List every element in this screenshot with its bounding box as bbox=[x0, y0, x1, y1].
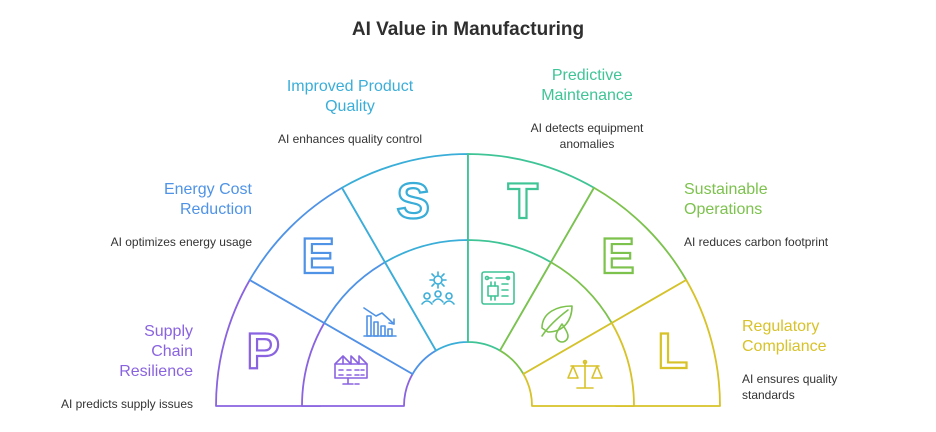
label-energy-cost-heading: Energy Cost Reduction bbox=[163, 181, 252, 218]
inner-segment-l bbox=[522, 322, 635, 407]
label-sustainable-operations-heading: Sustainable Operations bbox=[684, 181, 768, 218]
letter-e1: E bbox=[301, 228, 334, 284]
label-regulatory-compliance: Regulatory Compliance AI ensures quality… bbox=[742, 317, 882, 403]
letter-e2: E bbox=[601, 228, 634, 284]
letter-s: S bbox=[396, 173, 429, 229]
circuit-board-icon bbox=[481, 271, 515, 305]
label-product-quality: Improved Product Quality AI enhances qua… bbox=[262, 77, 438, 147]
scales-icon bbox=[567, 359, 603, 389]
label-energy-cost-desc: AI optimizes energy usage bbox=[110, 235, 252, 249]
label-regulatory-compliance-desc: AI ensures quality standards bbox=[742, 372, 838, 402]
label-energy-cost: Energy Cost Reduction AI optimizes energ… bbox=[100, 180, 252, 250]
icons bbox=[334, 271, 603, 389]
letter-t: T bbox=[508, 173, 539, 229]
page-title: AI Value in Manufacturing bbox=[351, 19, 585, 40]
label-supply-chain-desc: AI predicts supply issues bbox=[60, 397, 193, 411]
label-predictive-maintenance: Predictive Maintenance AI detects equipm… bbox=[507, 66, 667, 152]
label-predictive-maintenance-desc: AI detects equipment anomalies bbox=[530, 121, 644, 151]
label-sustainable-operations-desc: AI reduces carbon footprint bbox=[684, 235, 829, 249]
letter-l: L bbox=[658, 323, 689, 379]
leaf-drop-icon bbox=[541, 305, 573, 343]
label-supply-chain-heading: Supply Chain Resilience bbox=[119, 323, 193, 380]
label-regulatory-compliance-heading: Regulatory Compliance bbox=[742, 318, 827, 355]
label-supply-chain: Supply Chain Resilience AI predicts supp… bbox=[40, 322, 193, 412]
label-product-quality-heading: Improved Product Quality bbox=[286, 78, 414, 115]
label-sustainable-operations: Sustainable Operations AI reduces carbon… bbox=[684, 180, 854, 250]
bar-chart-decline-icon bbox=[363, 307, 397, 337]
label-predictive-maintenance-heading: Predictive Maintenance bbox=[541, 67, 633, 104]
factory-icon bbox=[334, 355, 368, 385]
label-product-quality-desc: AI enhances quality control bbox=[277, 132, 423, 146]
letter-p: P bbox=[247, 323, 280, 379]
inner-ring bbox=[301, 239, 635, 407]
gear-users-icon bbox=[421, 271, 455, 305]
